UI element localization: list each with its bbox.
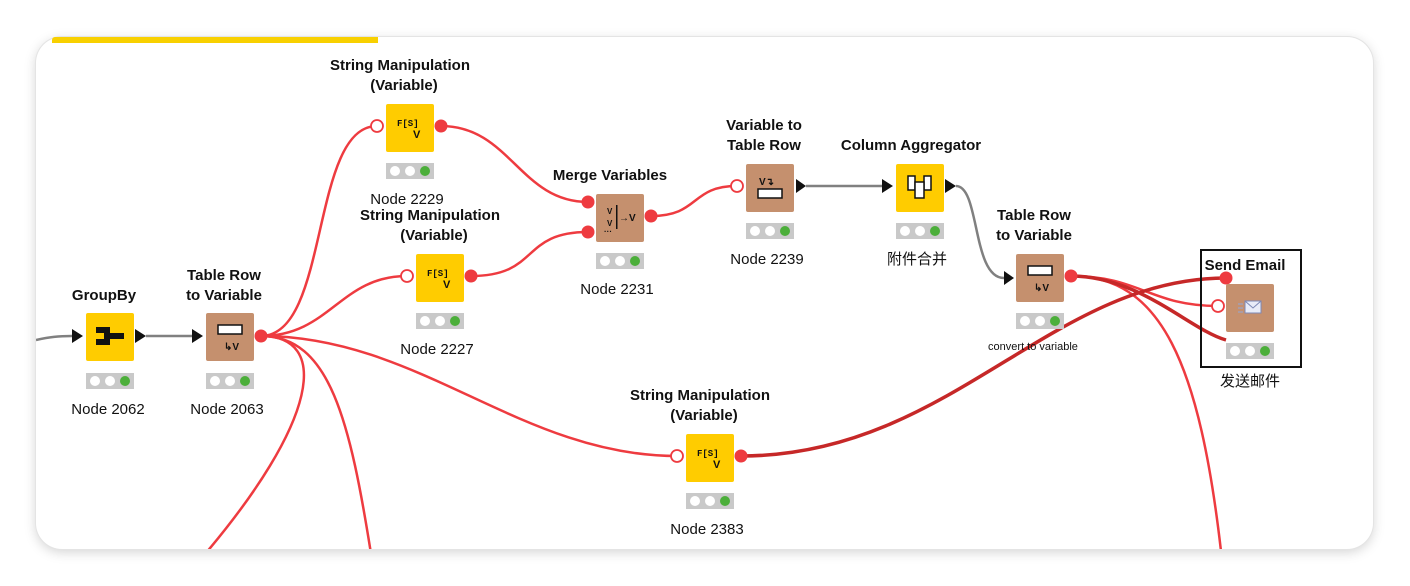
node-label: Node 2229 bbox=[370, 191, 443, 208]
node-label: 发送邮件 bbox=[1220, 373, 1280, 390]
node-2062[interactable]: GroupBy Node 2062 bbox=[71, 287, 146, 418]
svg-text:V: V bbox=[607, 207, 613, 216]
node-label: Node 2063 bbox=[190, 401, 263, 418]
node-title-line1: Table Row bbox=[997, 207, 1071, 224]
node-label: convert to variable bbox=[988, 341, 1078, 353]
svg-text:V: V bbox=[607, 219, 613, 228]
node-title-line1: Variable to bbox=[726, 117, 802, 134]
connection-conv-down bbox=[1070, 274, 1227, 342]
status-lights bbox=[746, 223, 794, 239]
node-title-line1: String Manipulation bbox=[630, 387, 770, 404]
svg-text:↳V: ↳V bbox=[1034, 283, 1049, 294]
node-label: Node 2239 bbox=[730, 251, 803, 268]
string-manipulation-icon: F[S] V bbox=[427, 269, 451, 291]
connection-2063-2383 bbox=[260, 334, 678, 458]
node-title-line1: String Manipulation bbox=[360, 207, 500, 224]
status-lights bbox=[596, 253, 644, 269]
svg-text:F[S]: F[S] bbox=[397, 119, 419, 129]
node-label: 附件合并 bbox=[887, 251, 947, 268]
connection-2383-email bbox=[740, 276, 1227, 458]
connection-2227-2231 bbox=[470, 230, 589, 278]
node-title-line2: (Variable) bbox=[670, 407, 738, 424]
node-2227[interactable]: String Manipulation (Variable) F[S] V No… bbox=[360, 207, 500, 358]
svg-text:F[S]: F[S] bbox=[427, 269, 449, 279]
node-title: Send Email bbox=[1205, 257, 1286, 274]
status-lights bbox=[1226, 343, 1274, 359]
connection-agg-conv bbox=[955, 184, 1005, 280]
node-title-line2: (Variable) bbox=[370, 77, 438, 94]
table-row-to-variable-icon: ↳V bbox=[1027, 265, 1053, 294]
status-lights bbox=[1016, 313, 1064, 329]
node-column-aggregator[interactable]: Column Aggregator 附件合并 bbox=[841, 137, 981, 268]
data-connections bbox=[36, 184, 1005, 342]
node-2063[interactable]: Table Row to Variable ↳V Node 2063 bbox=[186, 267, 268, 418]
envelope-icon bbox=[1238, 300, 1262, 314]
node-title-line1: Table Row bbox=[187, 267, 261, 284]
node-label: Node 2227 bbox=[400, 341, 473, 358]
string-manipulation-icon: F[S] V bbox=[397, 119, 421, 141]
node-label: Node 2062 bbox=[71, 401, 144, 418]
status-lights bbox=[686, 493, 734, 509]
string-manipulation-icon: F[S] V bbox=[697, 449, 721, 471]
merge-variables-icon: V V ··· →V bbox=[604, 205, 636, 236]
node-send-email[interactable]: Send Email 发送邮件 bbox=[1200, 249, 1302, 390]
variable-to-table-row-icon: V↴ bbox=[757, 177, 783, 199]
connection-2063-2229 bbox=[260, 124, 378, 338]
status-lights bbox=[386, 163, 434, 179]
node-2239[interactable]: Variable to Table Row V↴ Node 2239 bbox=[726, 117, 806, 268]
column-aggregator-icon bbox=[907, 175, 932, 199]
svg-text:→V: →V bbox=[619, 213, 636, 224]
connection-2063-2227 bbox=[260, 274, 408, 338]
connection-incoming-groupby bbox=[36, 334, 73, 342]
connection-2063-down-right bbox=[260, 334, 374, 549]
node-title: Merge Variables bbox=[553, 167, 667, 184]
node-title-line2: to Variable bbox=[186, 287, 262, 304]
svg-text:V: V bbox=[413, 129, 421, 141]
svg-text:V: V bbox=[713, 459, 721, 471]
node-title-line2: (Variable) bbox=[400, 227, 468, 244]
node-title-line2: Table Row bbox=[727, 137, 801, 154]
status-lights bbox=[416, 313, 464, 329]
node-label: Node 2383 bbox=[670, 521, 743, 538]
connection-2063-down-left bbox=[199, 334, 306, 549]
node-title: Column Aggregator bbox=[841, 137, 981, 154]
connection-2231-2239 bbox=[650, 184, 738, 218]
connection-email-down bbox=[1070, 274, 1224, 549]
svg-text:F[S]: F[S] bbox=[697, 449, 719, 459]
selection-frame bbox=[1200, 249, 1302, 368]
node-title: GroupBy bbox=[72, 287, 137, 304]
canvas-accent-bar bbox=[52, 37, 378, 43]
node-2231[interactable]: Merge Variables V V ··· →V Node 2231 bbox=[553, 167, 667, 298]
connection-2229-2231 bbox=[440, 124, 589, 204]
node-2383[interactable]: String Manipulation (Variable) F[S] V No… bbox=[630, 387, 770, 538]
status-lights bbox=[206, 373, 254, 389]
node-convert-to-variable[interactable]: Table Row to Variable ↳V convert to vari… bbox=[988, 207, 1078, 353]
svg-text:V↴: V↴ bbox=[759, 177, 774, 188]
svg-text:···: ··· bbox=[604, 227, 612, 236]
status-lights bbox=[896, 223, 944, 239]
node-title-line2: to Variable bbox=[996, 227, 1072, 244]
svg-text:↳V: ↳V bbox=[224, 342, 239, 353]
svg-text:V: V bbox=[443, 279, 451, 291]
node-2229[interactable]: String Manipulation (Variable) F[S] V No… bbox=[330, 57, 470, 208]
status-lights bbox=[86, 373, 134, 389]
node-label: Node 2231 bbox=[580, 281, 653, 298]
table-row-to-variable-icon: ↳V bbox=[217, 324, 243, 353]
highlighted-connections bbox=[740, 274, 1227, 458]
node-title-line1: String Manipulation bbox=[330, 57, 470, 74]
groupby-icon bbox=[96, 327, 124, 345]
